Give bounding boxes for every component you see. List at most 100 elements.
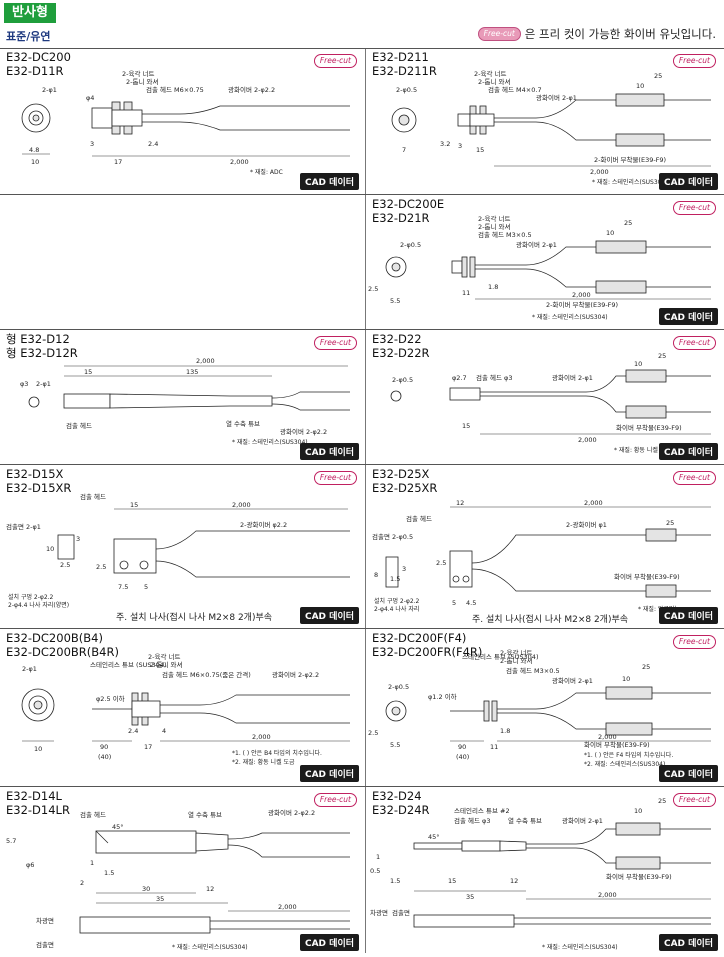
sensor-block [113,538,157,574]
model-name: E32-DC200FR(F4R) [372,645,483,659]
mounting-hole [139,560,149,570]
callout: 2-육각 너트 [122,69,154,78]
dimension-drawing: 2-φ0.5 2.5 5.5 2-육각 너트 2-톱니 와셔 검출 헤드 M3×… [368,214,711,321]
footnote: *2. 재질: 스테인리스(SUS304) [584,760,665,768]
dim-label: 2,000 [584,499,603,507]
fiber-cable [155,530,350,550]
fiber-cable [471,534,646,564]
dim-label: 25 [624,219,632,227]
cad-data-button[interactable]: CAD 데이터 [299,173,359,190]
cad-data-button[interactable]: CAD 데이터 [658,607,718,624]
callout: 검출면 2-φ1 [6,522,41,531]
dimension-drawing: 2-φ0.5 2.5 5.5 φ1.2 이하 스테인리스 튜브 (SUS304)… [368,648,711,768]
heat-shrink-tube [499,840,527,852]
cad-data-button[interactable]: CAD 데이터 [658,765,718,782]
callout: 2-톱니 와셔 [150,660,182,669]
head-front-view [28,396,40,408]
dim-label: 3 [458,142,462,150]
cad-data-button[interactable]: CAD 데이터 [299,765,359,782]
callout: 검출면 2-φ0.5 [372,532,413,541]
model-names: E32-D25X E32-D25XR [372,467,437,495]
freecut-badge: Free-cut [672,793,716,807]
callout: 검출 헤드 M3×0.5 [478,230,532,239]
sensor-head [63,393,111,409]
dim-label: 15 [84,368,92,376]
sensor-head [91,107,113,129]
sensor-head [451,260,463,274]
fiber-cable [142,105,350,115]
fiber-attachment [615,856,661,870]
cad-data-button[interactable]: CAD 데이터 [658,308,718,325]
dim-label: 45° [112,823,124,831]
cad-data-button[interactable]: CAD 데이터 [299,934,359,951]
dimension-drawing: 검출 헤드 15 2,000 검출면 2-φ1 10 2.5 3 2-광화이버 … [6,492,350,623]
dim-label: 12 [456,499,464,507]
dim-label: 3 [90,140,94,148]
dim-label: 5 [144,583,148,591]
dim-label: 3 [76,535,80,543]
model-names: E32-D211 E32-D211R [372,50,437,78]
callout: 설치 구멍 2-φ2.2 [374,597,420,605]
sensor-head [457,113,471,127]
dim-label: 2,000 [598,733,617,741]
callout: 2-육각 너트 [148,652,180,661]
threaded-body [469,113,495,127]
dim-label: 10 [31,158,39,166]
dim-label: 2-φ0.5 [392,376,413,384]
material-note: * 재질: 스테인리스(SUS303) [592,178,668,186]
callout: 검출 헤드 M4×0.7 [488,85,542,94]
model-name: E32-D14LR [6,803,70,817]
fiber-attachment [645,528,677,542]
callout: 2-톱니 와셔 [126,77,158,86]
dim-label: 2.5 [96,563,106,571]
dim-label: 35 [466,893,474,901]
dim-label: 10 [622,675,630,683]
callout: 화이버 부착물(E39-F9) [614,572,680,581]
freecut-badge: Free-cut [672,635,716,649]
cad-data-button[interactable]: CAD 데이터 [299,443,359,460]
model-name: E32-D15X [6,467,64,481]
model-name: E32-D25X [372,467,430,481]
dim-label: 2.5 [368,729,378,737]
dim-label: 25 [666,519,674,527]
head-inner [398,114,410,126]
fiber-attachment [595,240,647,254]
head-bevel [95,830,109,844]
dim-label: 2.5 [436,559,446,567]
dim-label: 1.8 [500,727,510,735]
callout: 검출면 [392,908,410,917]
callout: 열 수축 튜브 [226,419,260,428]
dim-label: 2-φ0.5 [400,241,421,249]
product-grid: E32-DC200 E32-D11R Free-cut 4.8 10 2-φ1 … [0,48,724,957]
model-name: E32-D211R [372,64,437,78]
freecut-badge: Free-cut [313,793,357,807]
callout: 2-광화이버 φ1 [566,520,607,529]
dim-label: 25 [658,352,666,360]
cad-data-button[interactable]: CAD 데이터 [299,607,359,624]
dim-label: 10 [46,545,54,553]
head-bottom-view [79,916,211,934]
cad-data-button[interactable]: CAD 데이터 [658,173,718,190]
cad-data-button[interactable]: CAD 데이터 [658,443,718,460]
dim-label: 2,000 [590,168,609,176]
fiber-cable [227,844,350,858]
dim-label: 15 [130,501,138,509]
dim-label: 2-φ1 [36,380,51,388]
dim-label: 11 [462,289,470,297]
model-name: E32-D11R [6,64,64,78]
callout: 2-광화이버 φ2.2 [240,520,287,529]
product-cell-e32-dc200b: E32-DC200B(B4) E32-DC200BR(B4R) 2-φ1 10 … [0,629,365,786]
head-front-view [390,390,402,402]
row-divider [0,628,724,629]
product-cell-e32-d22: E32-D22 E32-D22R Free-cut 2-φ0.5 φ2.7 검출… [366,330,724,464]
callout: 차광면 [370,908,388,917]
fiber-cable [227,832,350,840]
fiber-attachment [615,822,661,836]
dim-label: 45° [428,833,440,841]
material-note: * 재질: ADC [250,168,283,176]
freecut-note-text: 은 프리 컷이 가능한 화이버 유닛입니다. [524,27,716,41]
dimension-drawing: 2-φ0.5 7 2-육각 너트 2-톱니 와셔 검출 헤드 M4×0.7 광화… [391,69,711,186]
hex-nut [483,700,490,722]
cad-data-button[interactable]: CAD 데이터 [658,934,718,951]
callout: 화이버 부착물(E39-F9) [616,423,682,432]
